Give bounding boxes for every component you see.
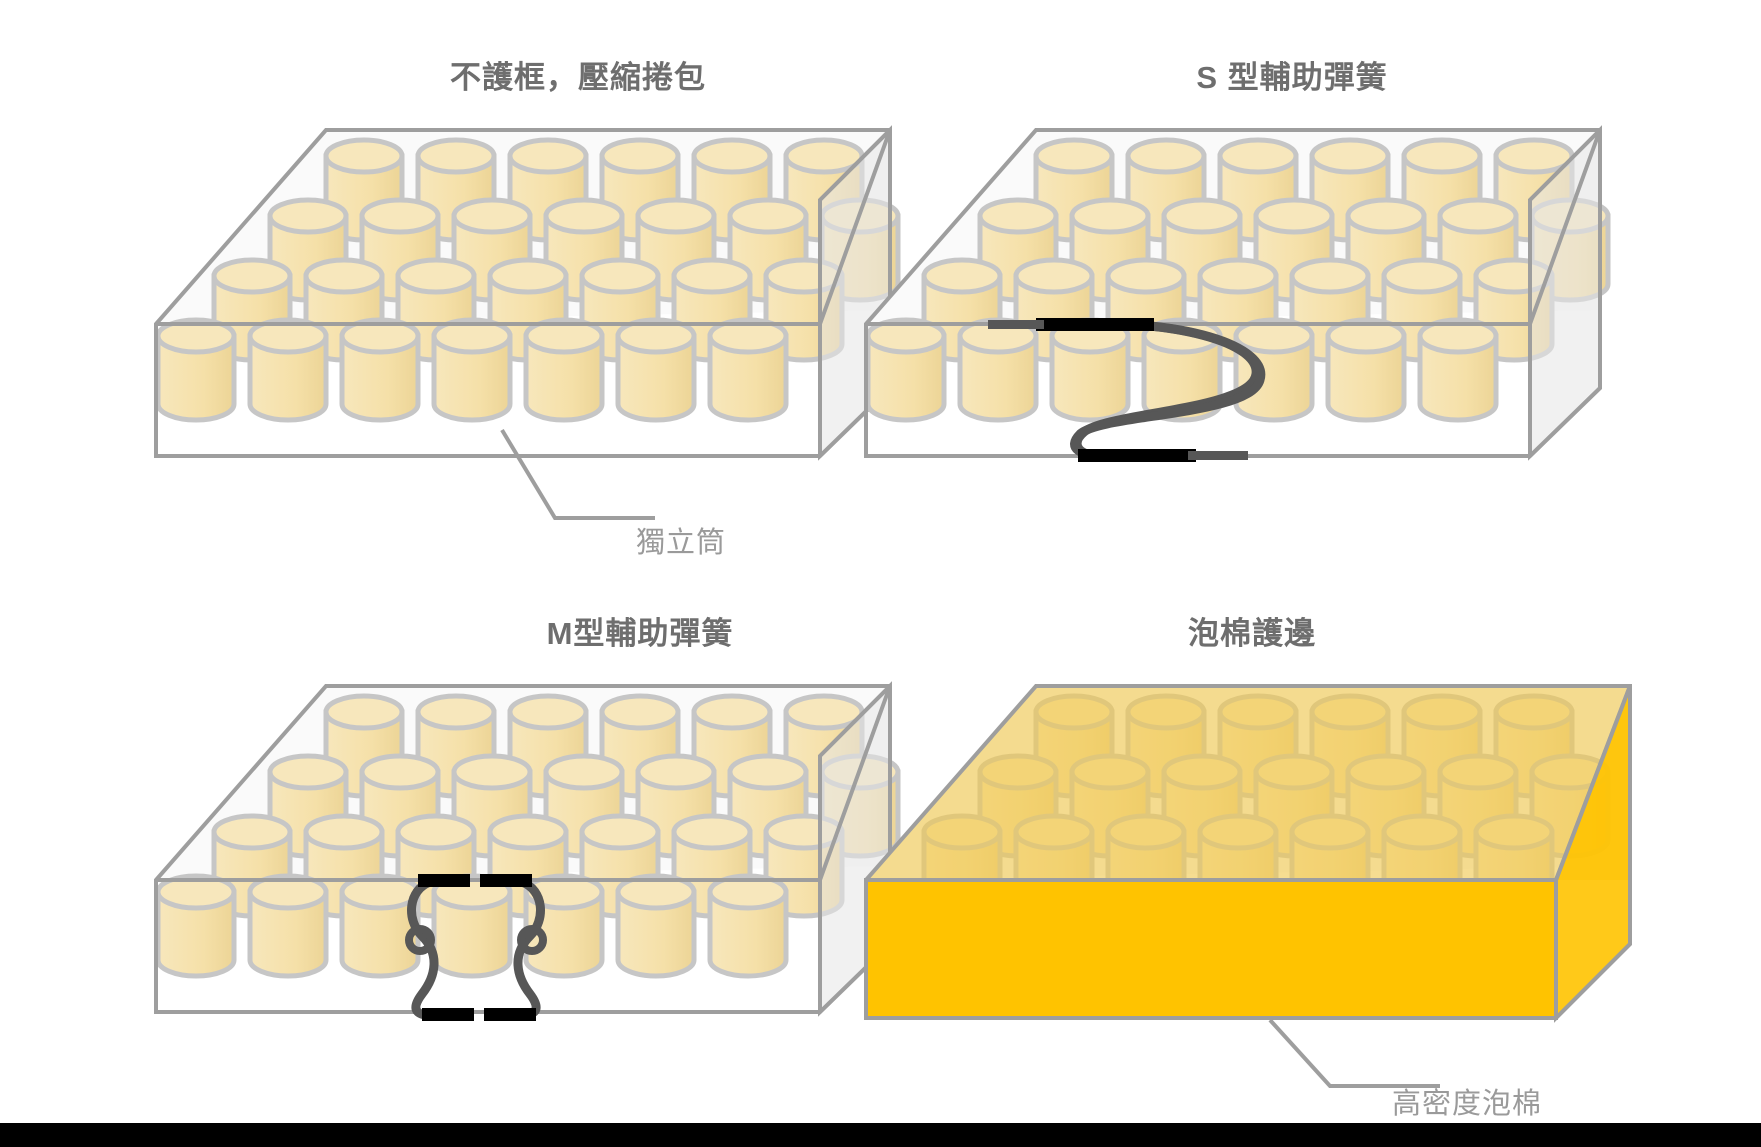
panel-foam-edge-support[interactable] xyxy=(840,668,1700,1088)
callout-label-high-density-foam: 高密度泡棉 xyxy=(1392,1088,1543,1120)
spring-unit-s-spring-illustration xyxy=(864,125,1660,462)
callout-label-pocket-spring: 獨立筒 xyxy=(636,527,727,559)
box-wireframe xyxy=(864,684,1632,1020)
spring-grid xyxy=(868,140,1608,420)
spring-unit-plain-illustration xyxy=(154,125,950,520)
spring-unit-m-spring-illustration xyxy=(154,681,950,1021)
panel-m-type-assist-spring[interactable] xyxy=(130,668,950,1058)
callout-leader-line xyxy=(500,428,655,520)
bottom-black-bar xyxy=(0,1123,1761,1147)
s-shaped-helper-spring xyxy=(988,318,1266,462)
panel-title-m-type-assist-spring: M型輔助彈簧 xyxy=(546,616,734,651)
m-shaped-helper-spring xyxy=(405,874,547,1021)
panel-title-s-type-assist-spring: S 型輔助彈簧 xyxy=(1196,60,1388,95)
callout-leader-line xyxy=(1268,1018,1440,1088)
spring-unit-foam-illustration xyxy=(864,684,1632,1088)
panel-no-frame-compressed[interactable] xyxy=(130,112,950,520)
panel-title-no-frame-compressed: 不護框，壓縮捲包 xyxy=(450,60,706,95)
panel-title-foam-edge-support: 泡棉護邊 xyxy=(1188,616,1316,651)
high-density-foam-block xyxy=(864,685,1632,1023)
spring-grid xyxy=(158,140,898,420)
panel-s-type-assist-spring[interactable] xyxy=(840,112,1660,502)
